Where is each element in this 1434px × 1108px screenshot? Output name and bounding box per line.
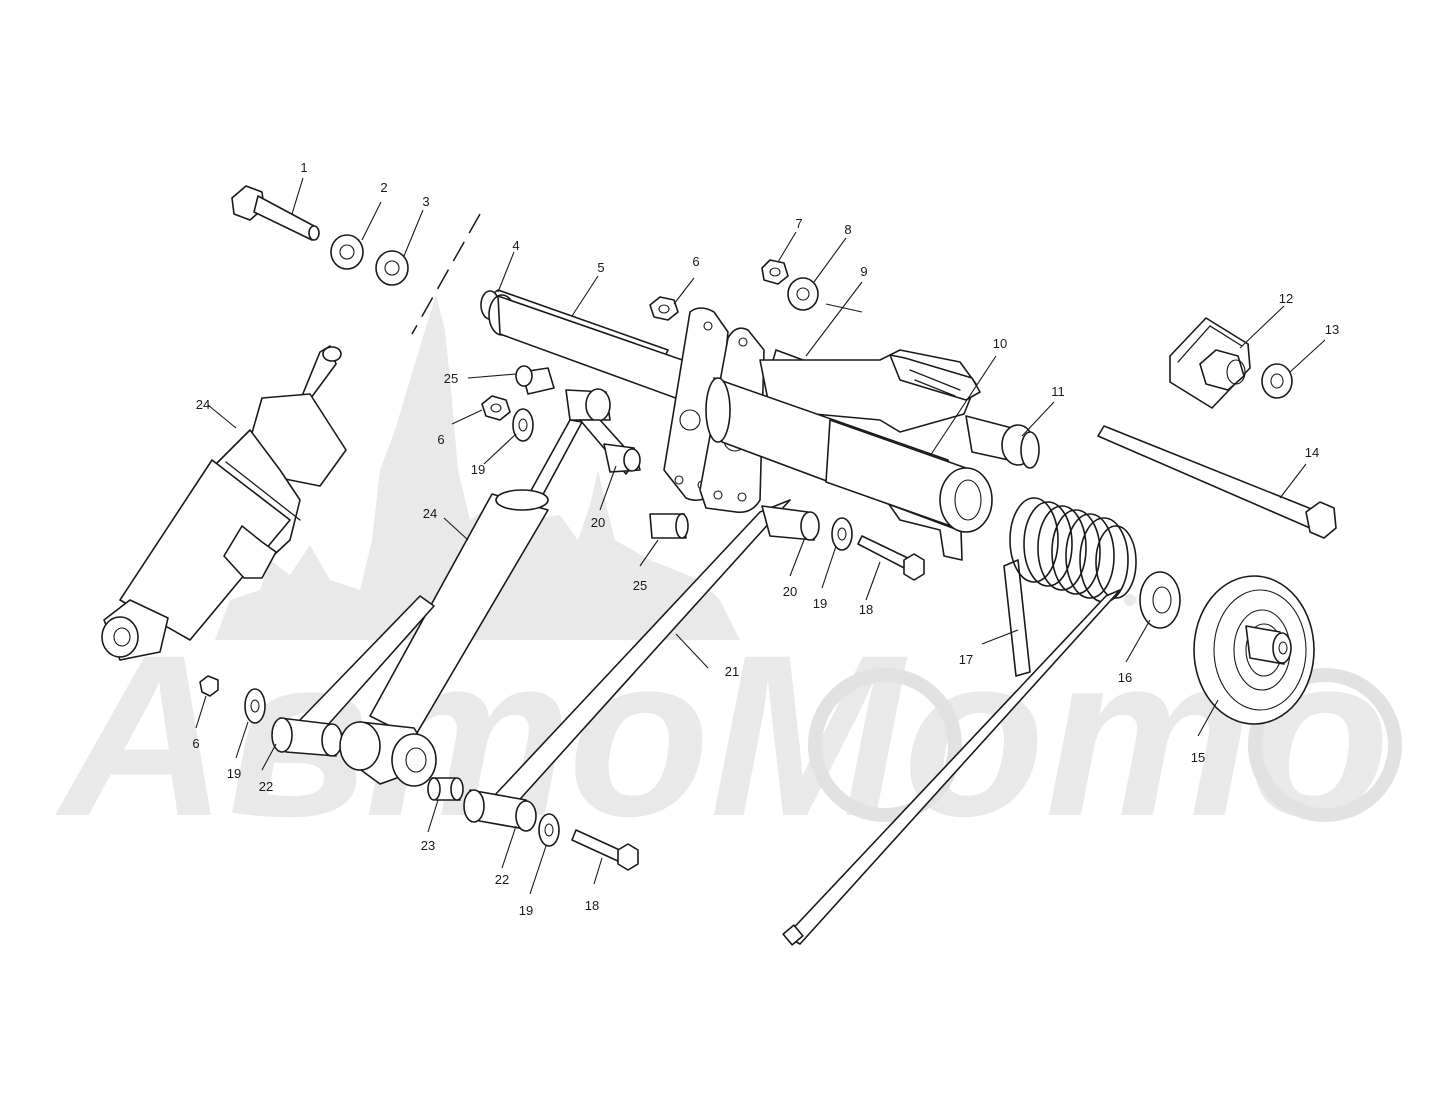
- bushing-part-25-lower: [649, 513, 689, 539]
- callout-label-c19a: 19: [471, 462, 485, 477]
- callout-label-c19d: 19: [519, 903, 533, 918]
- washer-part-13: [1261, 363, 1293, 399]
- washer-part-2: [330, 234, 364, 270]
- callout-label-c21: 21: [725, 664, 739, 679]
- bushing-part-25-top: [515, 365, 555, 395]
- torsion-spring-part-17: [782, 497, 1137, 946]
- washer-part-19-mid: [831, 517, 853, 551]
- clip-bracket-part-12: [1169, 317, 1251, 409]
- rocker-link-part-20-upper: [527, 388, 641, 501]
- watermark-text: АвтоМото: [55, 607, 1390, 864]
- callout-label-c17: 17: [959, 652, 973, 667]
- callout-label-c6c: 6: [192, 736, 199, 751]
- callout-label-c14: 14: [1305, 445, 1319, 460]
- spindle-part-11: [965, 415, 1040, 469]
- callout-label-c15: 15: [1191, 750, 1205, 765]
- shock-absorber-part-24-left: [101, 345, 347, 661]
- callout-label-c9: 9: [860, 264, 867, 279]
- washer-part-3: [375, 250, 409, 286]
- callout-label-c25a: 25: [444, 371, 458, 386]
- callout-label-c22b: 22: [495, 872, 509, 887]
- callout-label-c7: 7: [795, 216, 802, 231]
- washer-part-19-upper: [512, 408, 534, 442]
- alignment-dash-line: [411, 213, 481, 335]
- callout-label-c12: 12: [1279, 291, 1293, 306]
- bolt-part-18-lower: [571, 829, 639, 871]
- callout-label-c25b: 25: [633, 578, 647, 593]
- callout-label-c20b: 20: [783, 584, 797, 599]
- callout-label-c5: 5: [597, 260, 604, 275]
- bushing-part-22-lower: [463, 789, 537, 832]
- bolt-part-18-upper: [857, 535, 925, 581]
- bolt-part-1: [231, 185, 320, 241]
- callout-label-c18a: 18: [859, 602, 873, 617]
- callout-label-c19c: 19: [227, 766, 241, 781]
- callout-label-c24b: 24: [423, 506, 437, 521]
- callout-label-c16: 16: [1118, 670, 1132, 685]
- callout-label-c6b: 6: [437, 432, 444, 447]
- callout-label-c2: 2: [380, 180, 387, 195]
- washer-part-19-lower: [538, 813, 560, 847]
- callout-label-c4: 4: [512, 238, 519, 253]
- nut-part-6-top: [649, 296, 679, 321]
- callout-label-c3: 3: [422, 194, 429, 209]
- callout-label-c11: 11: [1051, 384, 1065, 399]
- callout-label-c22a: 22: [259, 779, 273, 794]
- callout-label-c13: 13: [1325, 322, 1339, 337]
- bushing-part-22-left: [271, 717, 343, 757]
- washer-part-8: [787, 277, 819, 311]
- leader-lines: [195, 177, 1326, 895]
- bushing-part-23: [427, 777, 464, 801]
- washer-part-16: [1139, 571, 1181, 629]
- callout-label-c19b: 19: [813, 596, 827, 611]
- callout-label-c24a: 24: [196, 397, 210, 412]
- shock-eye-middle: [339, 721, 437, 787]
- callout-label-c10: 10: [993, 336, 1007, 351]
- callout-label-c20a: 20: [591, 515, 605, 530]
- callout-label-c1: 1: [300, 160, 307, 175]
- shock-absorber-part-24-middle: [299, 489, 549, 739]
- idler-wheel-part-15: [1193, 575, 1315, 725]
- nut-part-6-lower: [199, 675, 219, 697]
- pivot-tube: [705, 377, 993, 533]
- callout-label-c8: 8: [844, 222, 851, 237]
- nut-part-6-mid: [481, 395, 511, 421]
- long-bolt-part-14: [1097, 425, 1337, 539]
- callout-label-c6a: 6: [692, 254, 699, 269]
- callout-label-c18b: 18: [585, 898, 599, 913]
- washer-part-19-lower-left: [244, 688, 266, 724]
- callout-label-c23: 23: [421, 838, 435, 853]
- nut-part-7: [761, 259, 789, 285]
